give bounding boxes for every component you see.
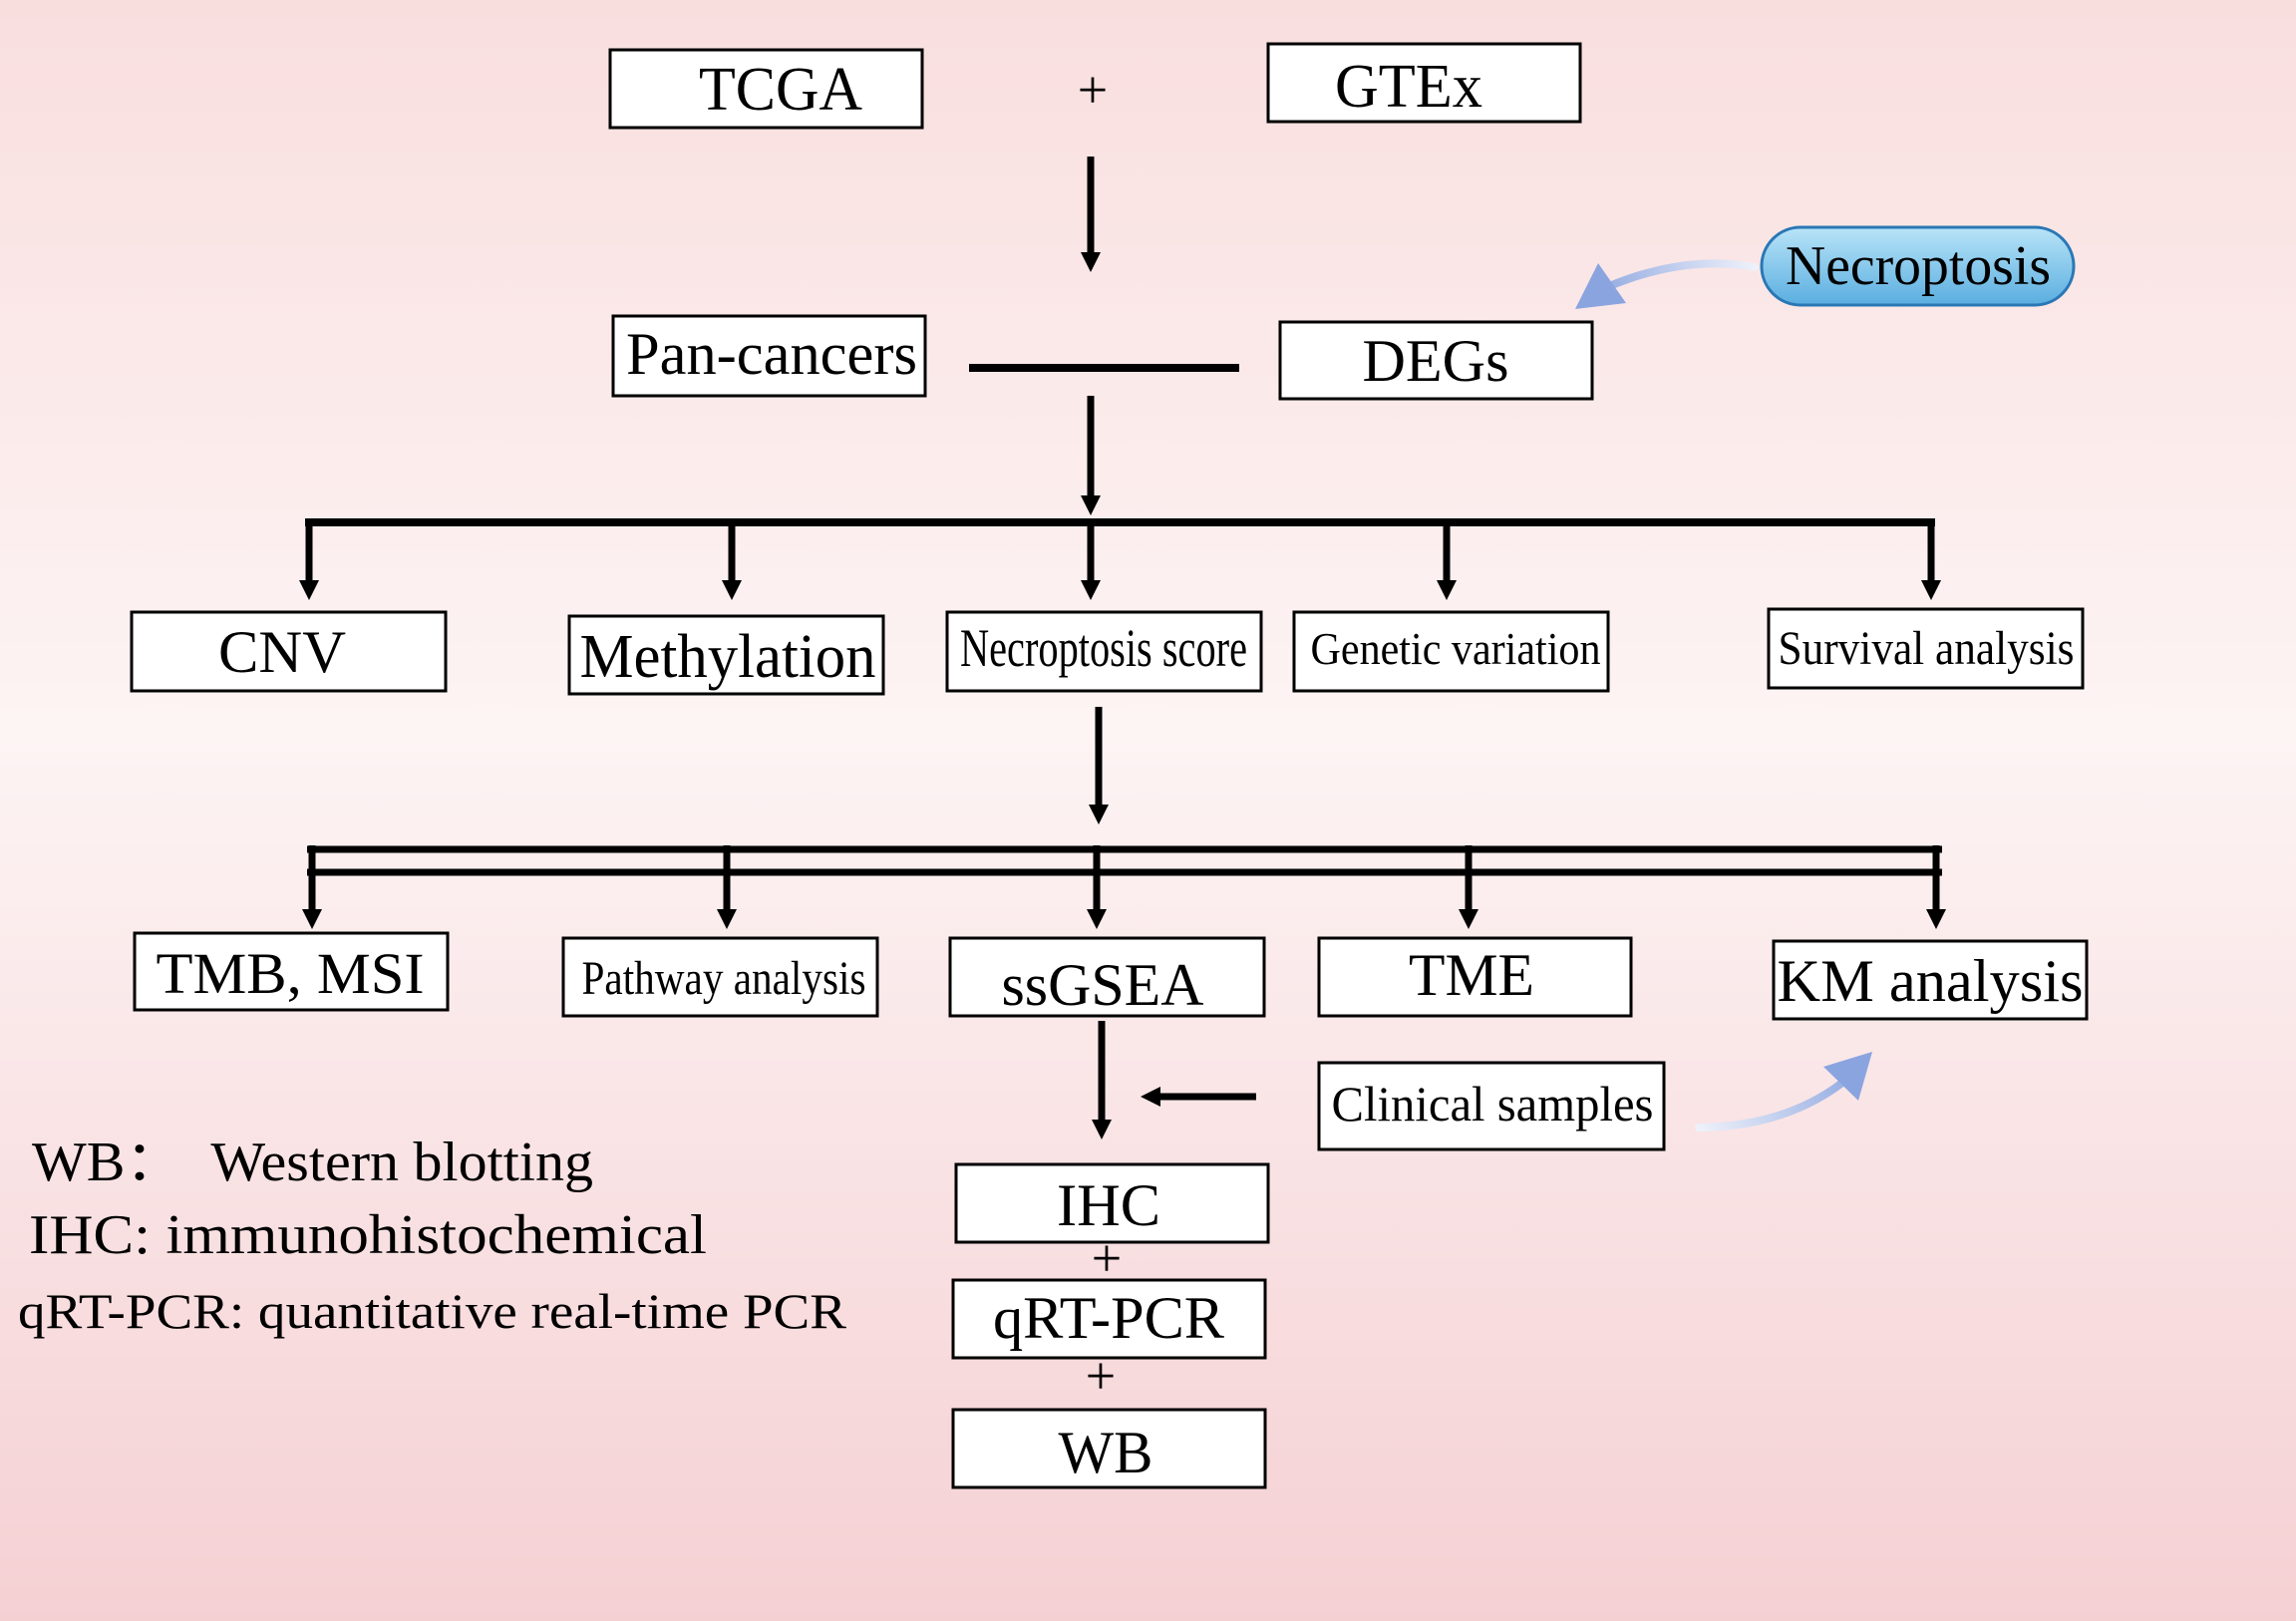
cnv-label: CNV (218, 619, 346, 685)
methylation-box (567, 614, 885, 696)
km-analysis-node: KM analysis (1772, 939, 2089, 1021)
curved-arrow-shaft (1695, 1079, 1846, 1132)
degs-label: DEGs (1363, 328, 1509, 394)
plus-sign: + (1086, 1346, 1116, 1406)
cnv-box (130, 610, 448, 693)
survival-analysis-label: Survival analysis (1779, 622, 2075, 675)
necroptosis-pill-shape (1760, 225, 2076, 307)
plus-sign: + (1078, 60, 1108, 120)
analyses-row-1: CNV Methylation Necroptosis score Geneti… (130, 607, 2085, 696)
genetic-variation-label: Genetic variation (1311, 623, 1601, 674)
degs-node: DEGs (1278, 320, 1594, 401)
tcga-node: TCGA (608, 48, 924, 130)
wb-node: WB (951, 1408, 1267, 1489)
survival-analysis-box (1767, 607, 2085, 690)
legend-entry-wb: WB： Western blotting (32, 1132, 593, 1193)
ihc-node: IHC (954, 1162, 1270, 1244)
pathway-analysis-box (561, 936, 879, 1018)
validation-stack: IHC + qRT-PCR + WB (951, 1162, 1270, 1489)
legend-entry-qrt-pcr: qRT-PCR: quantitative real-time PCR (18, 1283, 847, 1339)
qrt-pcr-node: qRT-PCR (951, 1278, 1267, 1360)
wb-label: WB (1059, 1420, 1153, 1485)
genetic-variation-node: Genetic variation (1292, 610, 1610, 693)
legend-entry-ihc: IHC: immunohistochemical (29, 1204, 707, 1266)
necroptosis-score-node: Necroptosis score (945, 610, 1263, 693)
cnv-node: CNV (130, 610, 448, 693)
gtex-label: GTEx (1335, 53, 1482, 121)
pathway-analysis-label: Pathway analysis (582, 952, 866, 1005)
ihc-label: IHC (1057, 1172, 1160, 1238)
wb-box (951, 1408, 1267, 1489)
curved-arrow-head (1823, 1052, 1872, 1101)
ssgsea-label: ssGSEA (1002, 952, 1204, 1018)
survival-analysis-node: Survival analysis (1767, 607, 2085, 690)
tmb-msi-label: TMB, MSI (157, 941, 425, 1006)
branch-bar-1 (299, 518, 1941, 600)
genetic-variation-box (1292, 610, 1610, 693)
curved-arrow-clinical-to-km (1695, 1052, 1872, 1132)
pan-cancers-label: Pan-cancers (626, 321, 917, 387)
necroptosis-pill-label: Necroptosis (1786, 235, 2051, 297)
qrt-pcr-label: qRT-PCR (993, 1285, 1224, 1351)
gtex-box (1266, 42, 1582, 124)
curved-arrow-head (1575, 263, 1626, 309)
degs-box (1278, 320, 1594, 401)
methylation-label: Methylation (580, 623, 876, 691)
tmb-msi-node: TMB, MSI (133, 931, 450, 1012)
pan-cancers-box (611, 314, 927, 398)
necroptosis-score-label: Necroptosis score (960, 618, 1247, 678)
tme-node: TME (1317, 936, 1633, 1018)
km-analysis-box (1772, 939, 2089, 1021)
tme-label: TME (1409, 942, 1534, 1008)
clinical-samples-label: Clinical samples (1332, 1076, 1654, 1132)
abbreviation-legend: WB： Western blotting IHC: immunohistoche… (18, 1132, 847, 1339)
tme-box (1317, 936, 1633, 1018)
km-analysis-label: KM analysis (1778, 948, 2084, 1014)
clinical-samples-box (1317, 1061, 1666, 1151)
clinical-samples-node: Clinical samples (1317, 1061, 1666, 1151)
gtex-node: GTEx (1266, 42, 1582, 124)
tmb-msi-box (133, 931, 450, 1012)
curved-arrow-shaft (1603, 259, 1759, 291)
ihc-box (954, 1162, 1270, 1244)
pathway-analysis-node: Pathway analysis (561, 936, 879, 1018)
merge-stage: Pan-cancers DEGs Necroptosis (611, 225, 2076, 401)
qrt-pcr-box (951, 1278, 1267, 1360)
methylation-node: Methylation (567, 614, 885, 696)
tcga-box (608, 48, 924, 130)
tcga-label: TCGA (699, 56, 862, 124)
ssgsea-node: ssGSEA (948, 936, 1266, 1018)
pan-cancers-node: Pan-cancers (611, 314, 927, 398)
plus-sign: + (1092, 1228, 1122, 1288)
data-sources: TCGA + GTEx (608, 42, 1582, 130)
necroptosis-score-box (945, 610, 1263, 693)
ssgsea-box (948, 936, 1266, 1018)
branch-bar-2 (302, 845, 1946, 929)
curved-arrow-necroptosis-to-degs (1575, 259, 1759, 309)
necroptosis-pill: Necroptosis (1760, 225, 2076, 307)
analyses-row-2: TMB, MSI Pathway analysis ssGSEA TME KM … (133, 931, 2089, 1021)
